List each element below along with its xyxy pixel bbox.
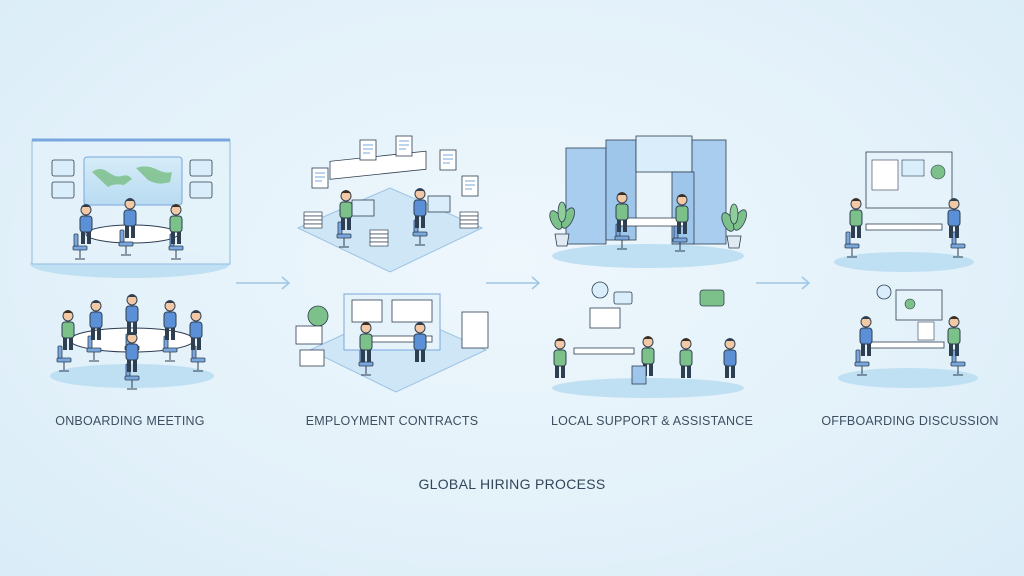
server-room [546, 135, 750, 268]
support-team [552, 281, 744, 398]
offboarding-meeting-top [834, 151, 974, 272]
finance-workstation [295, 293, 489, 393]
round-table-meeting [50, 293, 214, 390]
stage-label-support: LOCAL SUPPORT & ASSISTANCE [550, 414, 754, 428]
conference-room [30, 138, 231, 278]
stage-support-illustration [546, 135, 750, 398]
stage-label-onboarding: ONBOARDING MEETING [55, 414, 205, 428]
stage-onboarding-illustration [30, 138, 231, 390]
stage-contracts-illustration [295, 135, 489, 393]
flow-arrow-2 [486, 276, 541, 290]
process-title: GLOBAL HIRING PROCESS [418, 476, 606, 492]
stage-offboarding-illustration [834, 151, 978, 388]
stage-label-contracts: EMPLOYMENT CONTRACTS [305, 414, 479, 428]
offboarding-meeting-bottom [838, 284, 978, 388]
flow-arrow-1 [236, 276, 291, 290]
contracts-office [296, 135, 484, 273]
stage-label-offboarding: OFFBOARDING DISCUSSION [821, 414, 999, 428]
flow-arrow-3 [756, 276, 811, 290]
